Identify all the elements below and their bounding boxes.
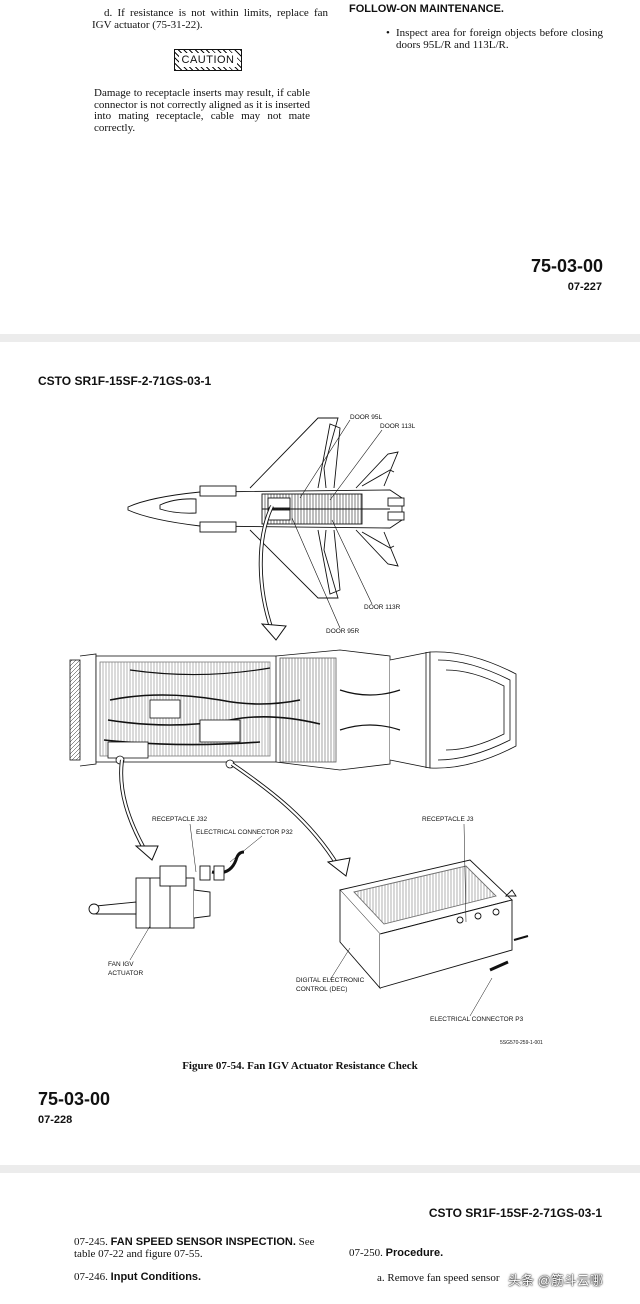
follow-on-heading: FOLLOW-ON MAINTENANCE. [349,3,504,15]
label-actuator: ACTUATOR [108,970,143,977]
page-header: CSTO SR1F-15SF-2-71GS-03-1 [38,374,212,388]
figure-caption: Figure 07-54. Fan IGV Actuator Resistanc… [182,1060,418,1072]
callout-arrow-2 [119,759,148,853]
label-electrical-connector-p3: ELECTRICAL CONNECTOR P3 [430,1016,524,1023]
callout-arrow-3 [230,762,340,868]
para-250-number: 07-250. [349,1247,383,1259]
para-245-title: FAN SPEED SENSOR INSPECTION. [110,1236,296,1248]
section-number: 75-03-00 [530,256,603,276]
drawing-id: 5SG570-259-1-001 [500,1040,543,1046]
caution-text: Damage to receptacle inserts may result,… [94,87,310,134]
label-dec-2: CONTROL (DEC) [296,986,347,993]
para-246-title: Input Conditions. [110,1271,202,1283]
para-07-250: 07-250. Procedure. [349,1247,444,1260]
page-separator [0,334,640,342]
dec-illustration [339,859,529,990]
label-receptacle-j32: RECEPTACLE J32 [152,816,208,823]
follow-on-item: Inspect area for foreign objects before … [396,27,603,51]
page-number: 07-228 [38,1114,73,1126]
page-number: 07-227 [567,281,602,293]
para-245-number: 07-245. [74,1236,108,1248]
aircraft-top-view [127,417,405,599]
follow-on-bullet: • [386,27,390,39]
label-door-113r: DOOR 113R [364,604,401,611]
label-door-113l: DOOR 113L [380,423,416,430]
label-dec-1: DIGITAL ELECTRONIC [296,977,365,984]
label-receptacle-j3: RECEPTACLE J3 [422,816,474,823]
watermark: 头条 @筋斗云哪 [508,1273,603,1288]
engine-illustration [69,649,517,771]
fan-igv-actuator-illustration [88,850,245,929]
para-250-title: Procedure. [385,1247,444,1259]
section-number: 75-03-00 [38,1089,111,1109]
label-electrical-connector-p32: ELECTRICAL CONNECTOR P32 [196,829,293,836]
caution-box: CAUTION [174,49,242,71]
label-door-95r: DOOR 95R [326,628,360,635]
step-d-text: d. If resistance is not within limits, r… [92,7,328,31]
label-fan-igv: FAN IGV [108,961,134,968]
page-separator [0,1165,640,1173]
label-door-95l: DOOR 95L [350,414,383,421]
step-a: a. Remove fan speed sensor [377,1272,500,1284]
caution-label: CAUTION [179,53,237,67]
page-header: CSTO SR1F-15SF-2-71GS-03-1 [428,1206,602,1220]
para-07-245: 07-245. FAN SPEED SENSOR INSPECTION. See… [74,1236,330,1260]
figure-illustration: DOOR 95L DOOR 113L DOOR 113R DOOR 95R RE… [69,414,543,1046]
para-245-text: See table 07-22 and figure 07-55. [74,1236,315,1260]
para-246-number: 07-246. [74,1271,108,1283]
para-07-246: 07-246. Input Conditions. [74,1271,202,1284]
